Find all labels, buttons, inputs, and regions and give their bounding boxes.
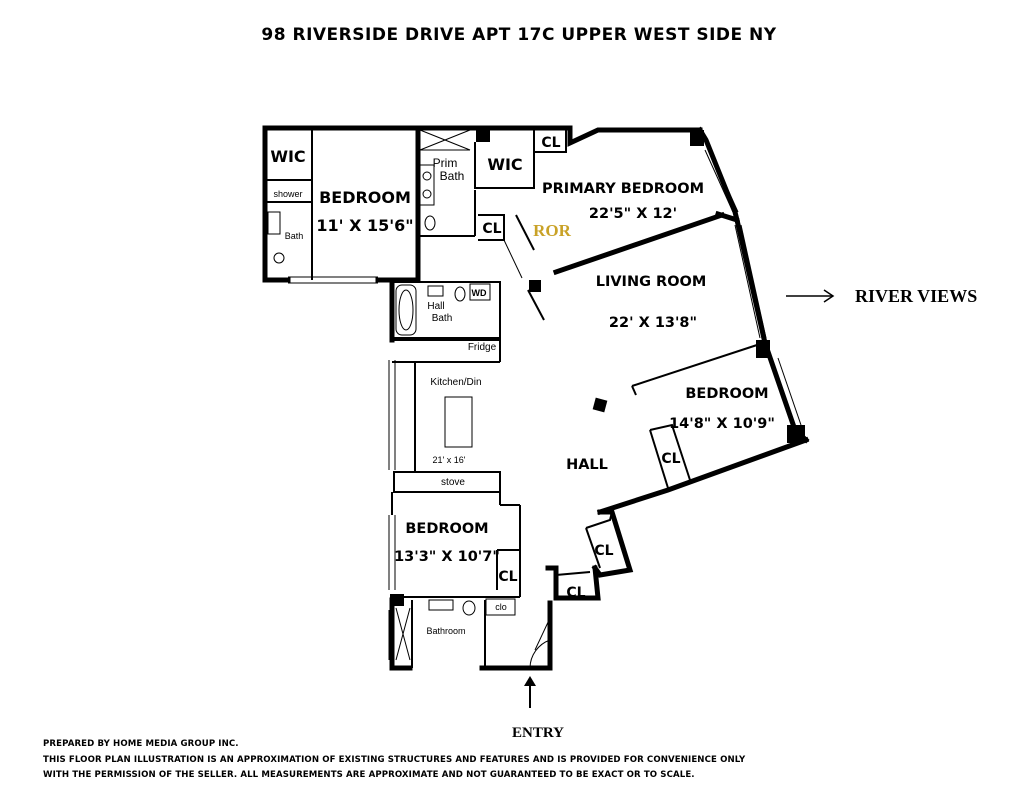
label-cl-prim: CL (482, 221, 501, 237)
label-ror: ROR (533, 221, 572, 240)
label-bath-nw: Bath (285, 231, 304, 241)
label-bathroom: Bathroom (426, 626, 465, 636)
label-cl-hall-2: CL (566, 585, 585, 601)
arrow-up-icon (524, 676, 536, 686)
plan-title: 98 RIVERSIDE DRIVE APT 17C UPPER WEST SI… (261, 25, 776, 45)
entry-callout: ENTRY (512, 676, 564, 741)
footer-disclaimer-1: THIS FLOOR PLAN ILLUSTRATION IS AN APPRO… (43, 755, 746, 765)
label-primary-size: 22'5" X 12' (589, 206, 677, 222)
label-river-views: RIVER VIEWS (855, 286, 977, 306)
label-bedroom-nw: BEDROOM (319, 188, 411, 207)
label-cl-top: CL (541, 135, 560, 151)
label-prim-bath-1: Prim (433, 156, 458, 170)
label-prim-bath-2: Bath (440, 169, 465, 183)
label-cl-s: CL (498, 569, 517, 585)
label-wic-center: WIC (487, 155, 522, 174)
arrow-right-icon (823, 289, 835, 303)
label-bedroom-e: BEDROOM (685, 386, 768, 402)
label-bedroom-s: BEDROOM (405, 521, 488, 537)
river-views-callout: RIVER VIEWS (786, 286, 977, 306)
label-wic-nw: WIC (270, 147, 305, 166)
fixtures (267, 164, 491, 616)
label-living-size: 22' X 13'8" (609, 315, 697, 331)
label-cl-e: CL (661, 451, 680, 467)
footer-disclaimer-2: WITH THE PERMISSION OF THE SELLER. ALL M… (43, 770, 695, 780)
label-hall: HALL (566, 457, 608, 473)
label-bedroom-s-size: 13'3" X 10'7" (394, 549, 500, 565)
label-living-room: LIVING ROOM (596, 274, 707, 290)
label-entry: ENTRY (512, 725, 564, 741)
label-fridge: Fridge (468, 342, 497, 353)
label-hall-bath-1: Hall (427, 301, 444, 312)
label-kitchen-size: 21' x 16' (433, 455, 466, 465)
label-bedroom-e-size: 14'8" X 10'9" (669, 416, 775, 432)
room-labels: WIC shower Bath BEDROOM 11' X 15'6" Prim… (270, 135, 775, 636)
label-shower: shower (273, 189, 302, 199)
label-primary-bedroom: PRIMARY BEDROOM (542, 181, 704, 197)
label-wd: WD (472, 288, 487, 298)
label-cl-hall-1: CL (594, 543, 613, 559)
windows (288, 149, 802, 660)
label-clo: clo (495, 602, 507, 612)
label-bedroom-nw-size: 11' X 15'6" (316, 216, 413, 235)
footer-prepared-by: PREPARED BY HOME MEDIA GROUP INC. (43, 739, 239, 749)
interior-walls (265, 129, 758, 669)
label-stove: stove (441, 477, 465, 488)
label-kitchen: Kitchen/Din (430, 377, 481, 388)
label-hall-bath-2: Bath (432, 313, 453, 324)
